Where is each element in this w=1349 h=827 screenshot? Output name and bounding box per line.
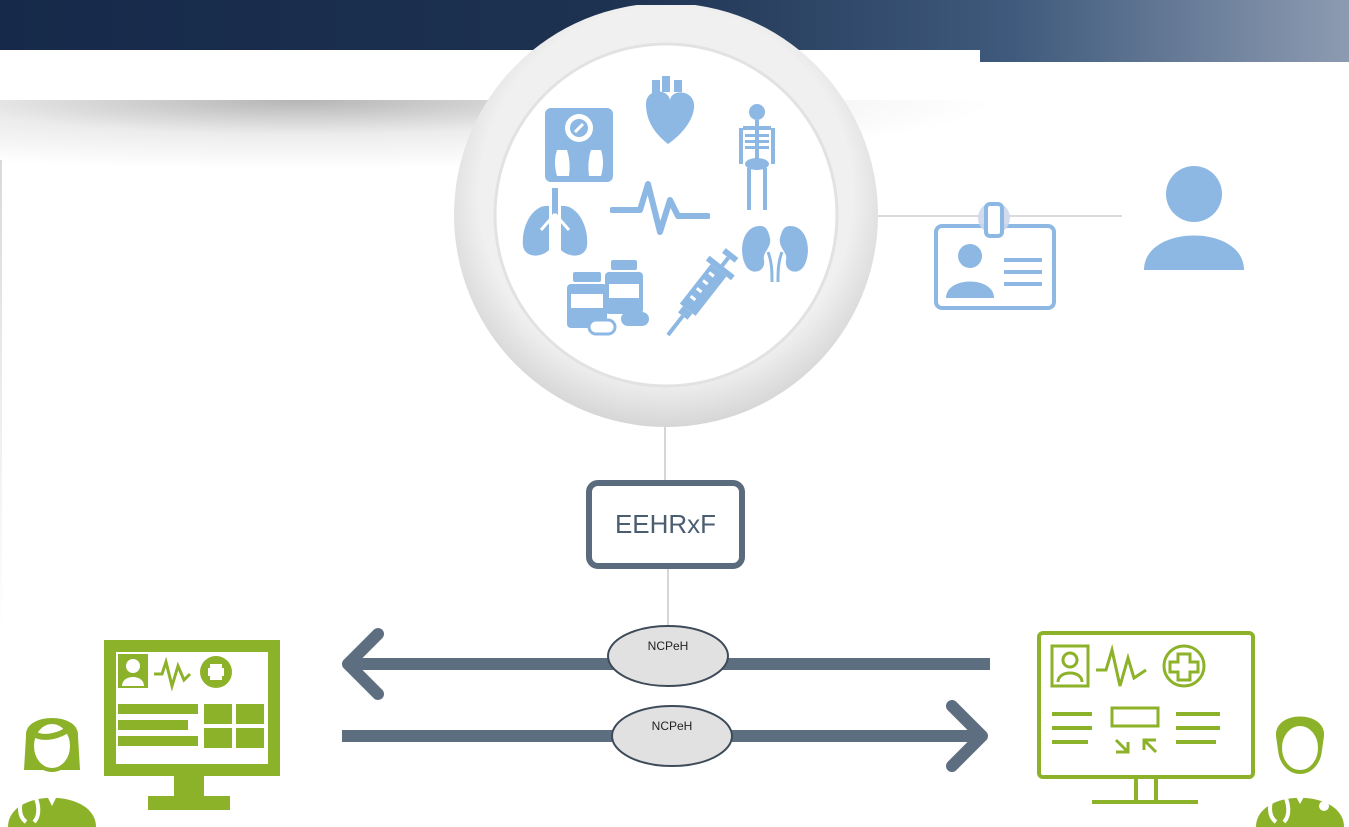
ncpeh-label-1: NCPeH <box>647 639 689 653</box>
ncpeh-gateway-1: NCPeH <box>606 624 730 688</box>
ncpeh-label-2: NCPeH <box>651 719 693 733</box>
id-card-icon <box>934 202 1056 310</box>
eehrxf-label: EEHRxF <box>614 509 717 539</box>
skeleton-icon <box>739 104 775 210</box>
doctor-male-icon <box>1256 716 1344 827</box>
ehr-monitor-icon <box>104 640 280 810</box>
eehrxf-format-box: EEHRxF <box>586 480 745 569</box>
ecg-wave-icon <box>610 181 710 235</box>
medicine-bottles-icon <box>567 260 649 336</box>
doctor-female-icon <box>8 718 96 827</box>
ncpeh-gateway-2: NCPeH <box>610 704 734 768</box>
arrow-to-right <box>342 700 988 772</box>
kidneys-icon <box>742 226 808 283</box>
scale-icon <box>545 108 613 182</box>
left-edge-line <box>0 160 2 630</box>
ehr-monitor-icon-right <box>1037 631 1255 804</box>
heart-icon <box>646 76 695 144</box>
lungs-icon <box>522 188 588 256</box>
syringe-icon <box>666 248 739 337</box>
patient-person-icon <box>1144 166 1244 270</box>
